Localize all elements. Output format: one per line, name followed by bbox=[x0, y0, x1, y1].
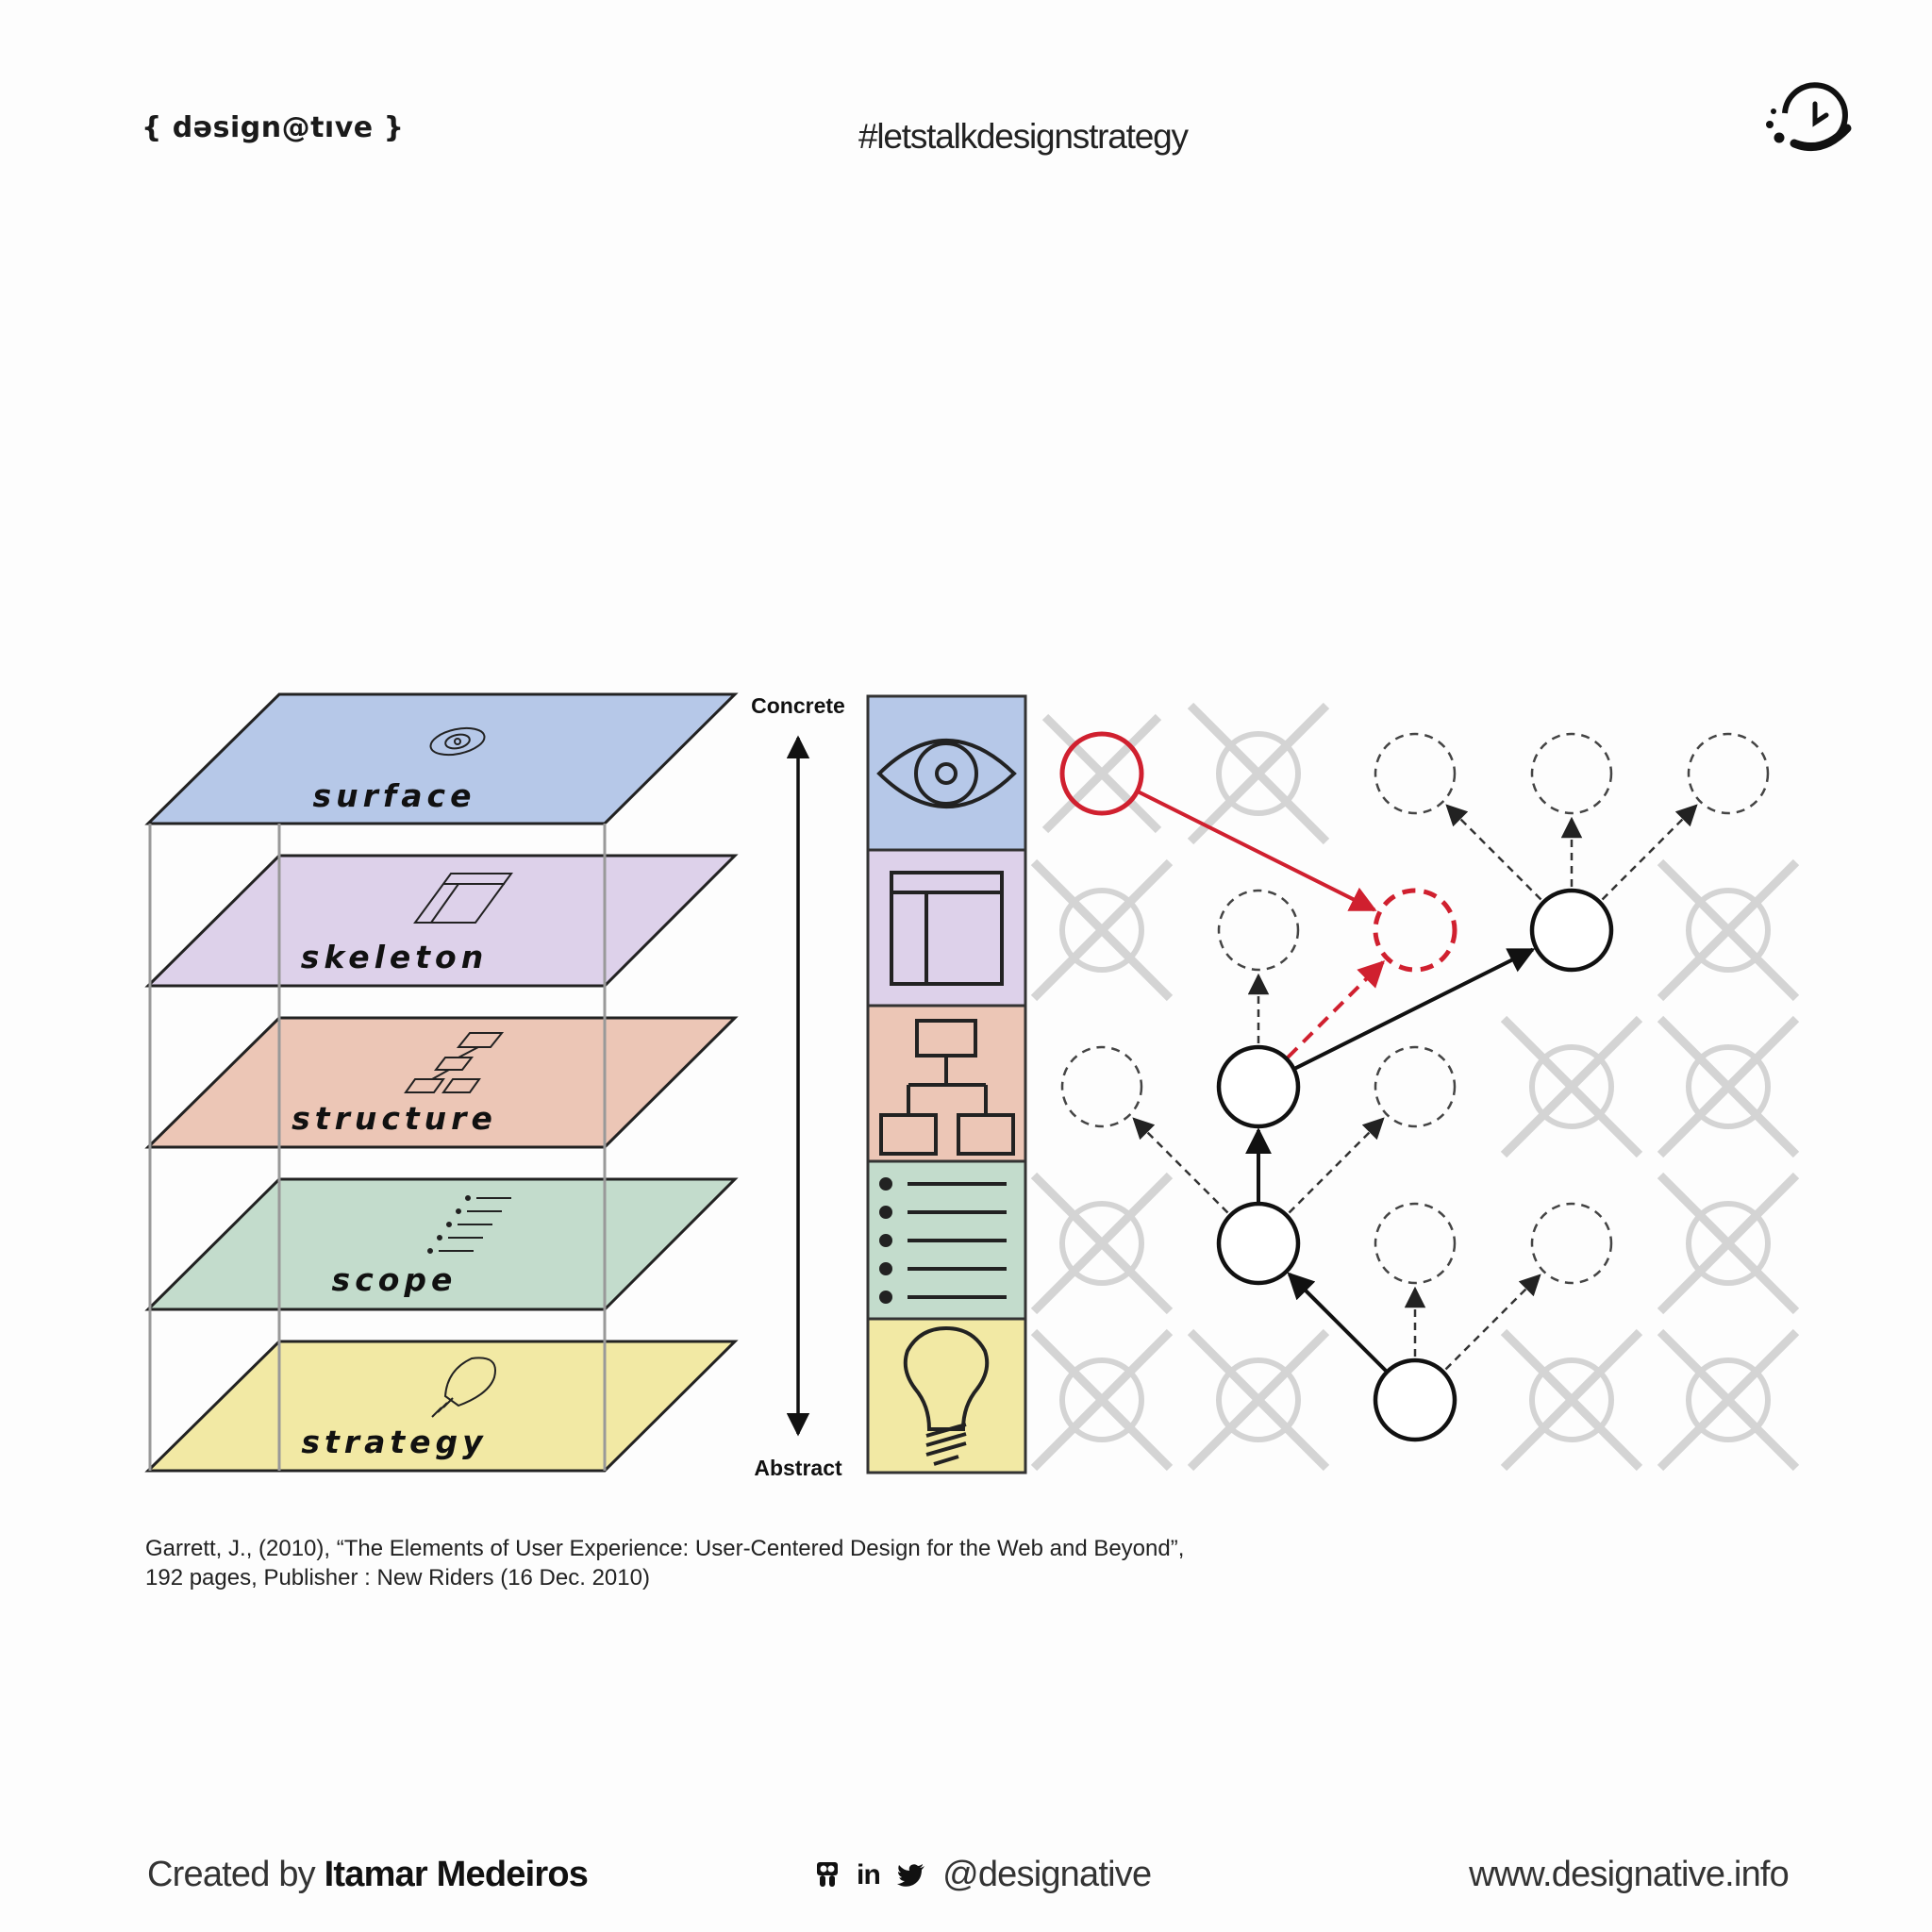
lightbulb-icon bbox=[903, 1325, 990, 1466]
rejected-option-x bbox=[1041, 713, 1162, 834]
revised-path-arrow bbox=[1286, 959, 1386, 1059]
plane-skeleton-face bbox=[144, 854, 739, 988]
rejected-option-x bbox=[1657, 858, 1800, 1002]
chosen-path-arrow bbox=[1294, 947, 1536, 1071]
footer-handle[interactable]: @designative bbox=[942, 1855, 1152, 1894]
plane-structure: structure bbox=[144, 1016, 739, 1149]
chosen-option-node bbox=[1216, 1044, 1301, 1129]
rejected-choice-ring bbox=[1059, 731, 1144, 816]
possible-path-arrow bbox=[1132, 1117, 1229, 1214]
linkedin-icon[interactable]: in bbox=[857, 1858, 881, 1890]
brand-logo: { dəsign@tıve } bbox=[142, 111, 405, 144]
icon-column bbox=[866, 694, 1027, 1474]
wireframe-icon bbox=[413, 873, 513, 924]
possible-path-arrow bbox=[1601, 804, 1698, 901]
timer-logo-icon bbox=[1766, 82, 1852, 152]
possible-option-node bbox=[1374, 732, 1457, 815]
revised-path bbox=[1059, 731, 1457, 1059]
rejected-option-x bbox=[1500, 1328, 1643, 1472]
possible-option-node bbox=[1060, 1045, 1143, 1128]
possible-option-node bbox=[1217, 889, 1300, 972]
plane-surface-label: surface bbox=[313, 777, 476, 814]
eye-icon bbox=[429, 726, 486, 757]
chosen-paths bbox=[1245, 947, 1536, 1373]
possible-path-arrow bbox=[1444, 1274, 1541, 1371]
twitter-icon[interactable] bbox=[897, 1863, 925, 1888]
footer-social: in @designative bbox=[815, 1855, 1152, 1895]
chosen-options bbox=[1216, 888, 1614, 1442]
plane-strategy-face bbox=[144, 1340, 739, 1473]
rejected-option-x bbox=[1657, 1015, 1800, 1158]
possible-path-arrow bbox=[1288, 1117, 1385, 1214]
citation: Garrett, J., (2010), “The Elements of Us… bbox=[145, 1534, 1372, 1592]
footer-author: Itamar Medeiros bbox=[324, 1855, 589, 1894]
rejected-option-x bbox=[1187, 1328, 1330, 1472]
possible-paths bbox=[1132, 804, 1698, 1371]
possible-option-node bbox=[1530, 1202, 1613, 1285]
wireframe-icon bbox=[890, 871, 1004, 986]
list-icon bbox=[427, 1195, 511, 1254]
possible-options bbox=[1060, 732, 1770, 1285]
axis-concrete-label: Concrete bbox=[751, 693, 845, 718]
frame-posts bbox=[148, 824, 607, 1471]
rejected-option-x bbox=[1030, 858, 1174, 1002]
plane-structure-label: structure bbox=[291, 1100, 497, 1137]
rejected-option-x bbox=[1187, 702, 1330, 845]
citation-line-1: Garrett, J., (2010), “The Elements of Us… bbox=[145, 1536, 1185, 1561]
citation-line-2: 192 pages, Publisher : New Riders (16 De… bbox=[145, 1565, 650, 1591]
footer-credit: Created by Itamar Medeiros bbox=[147, 1855, 589, 1895]
plane-surface: surface bbox=[144, 692, 739, 825]
hashtag-title: #letstalkdesignstrategy bbox=[858, 117, 1189, 156]
plane-strategy: strategy bbox=[144, 1340, 739, 1473]
skeleton-cell bbox=[866, 848, 1027, 1008]
possible-option-node bbox=[1687, 732, 1770, 815]
revision-arrow bbox=[1138, 790, 1377, 912]
sitemap-icon bbox=[879, 1019, 1015, 1156]
plane-scope: scope bbox=[144, 1177, 739, 1311]
plane-skeleton-label: skeleton bbox=[301, 939, 488, 975]
planes-stack: surface skeleton structure bbox=[144, 692, 739, 1473]
list-icon bbox=[879, 1177, 1007, 1304]
rejected-option-x bbox=[1030, 1328, 1174, 1472]
footer-created-prefix: Created by bbox=[147, 1855, 325, 1894]
rejected-option-x bbox=[1657, 1328, 1800, 1472]
chosen-option-node bbox=[1216, 1201, 1301, 1286]
plane-skeleton: skeleton bbox=[144, 854, 739, 988]
possible-option-node bbox=[1374, 1202, 1457, 1285]
rejected-option-x bbox=[1500, 1015, 1643, 1158]
plane-scope-label: scope bbox=[332, 1261, 458, 1298]
decision-graph bbox=[1030, 702, 1800, 1472]
chosen-path-arrow bbox=[1287, 1272, 1388, 1373]
rejected-option-x bbox=[1657, 1172, 1800, 1315]
footer-url[interactable]: www.designative.info bbox=[1469, 1855, 1790, 1894]
revised-option-node bbox=[1373, 888, 1457, 973]
lightbulb-icon bbox=[431, 1357, 496, 1418]
plane-surface-face bbox=[144, 692, 739, 825]
concrete-abstract-axis: Concrete Abstract bbox=[751, 693, 845, 1480]
plane-strategy-label: strategy bbox=[301, 1424, 487, 1460]
rejected-options bbox=[1030, 702, 1800, 1472]
possible-path-arrow bbox=[1445, 804, 1542, 901]
plane-scope-face bbox=[144, 1177, 739, 1311]
chosen-option-node bbox=[1529, 888, 1614, 973]
chosen-option-node bbox=[1373, 1357, 1457, 1442]
sitemap-icon bbox=[404, 1032, 505, 1093]
slideshare-icon[interactable] bbox=[815, 1860, 840, 1890]
rejected-option-x bbox=[1030, 1172, 1174, 1315]
possible-option-node bbox=[1530, 732, 1613, 815]
eye-icon bbox=[876, 739, 1017, 808]
surface-cell bbox=[866, 694, 1027, 852]
possible-option-node bbox=[1374, 1045, 1457, 1128]
axis-abstract-label: Abstract bbox=[754, 1456, 842, 1480]
